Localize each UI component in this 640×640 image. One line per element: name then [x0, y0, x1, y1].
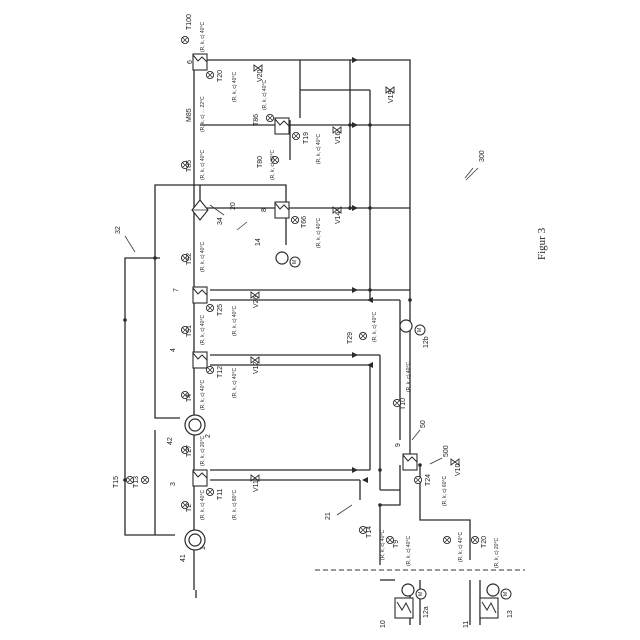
setpoint-t27: (R, k, c) 20°C: [200, 436, 206, 466]
setpoint-t2: (R, k, c) 40°C: [200, 490, 206, 520]
setpoint-t24: (R, k, c) 60°C: [442, 476, 448, 506]
label-T24: T24: [425, 474, 432, 486]
label-12b: 12b: [423, 336, 430, 348]
setpoint-m85: (R, k, c) ... 22°C: [200, 96, 206, 132]
heat-exchanger-t86: [275, 118, 289, 134]
label-T20: T20: [217, 70, 224, 82]
label-9: 9: [395, 443, 402, 447]
setpoint-t20: (R, k, c) 40°C: [232, 72, 238, 102]
setpoint-t25: (R, k, c) 40°C: [232, 306, 238, 336]
label-T14: T14: [366, 526, 373, 538]
label-T19: T19: [303, 132, 310, 144]
label-1: 1: [200, 546, 207, 550]
setpoint-t9: (R, k, c) 40°C: [406, 536, 412, 566]
heat-exchanger-6: [193, 54, 207, 70]
label-42: 42: [167, 437, 174, 445]
setpoint-t100: (R, k, c) 40°C: [200, 22, 206, 52]
label-T80: T80: [257, 156, 264, 168]
label-500: 500: [443, 445, 450, 457]
unit-11: [480, 598, 498, 618]
setpoint-t14: (R, k, c) 40°C: [380, 530, 386, 560]
heat-exchanger-9: [403, 454, 417, 470]
label-T66: T66: [301, 216, 308, 228]
heat-exchanger-3: [193, 470, 207, 486]
motor-14-label: M: [292, 260, 298, 264]
label-34: 34: [217, 217, 224, 225]
label-50: 50: [420, 420, 427, 428]
label-T11: T11: [217, 488, 224, 500]
setpoint-t29b: (R, k, c) 40°C: [458, 532, 464, 562]
label-32: 32: [115, 226, 122, 234]
label-14: 14: [255, 238, 262, 246]
figure-caption: Figur 3: [536, 227, 548, 260]
setpoint-t12: (R, k, c) 40°C: [232, 368, 238, 398]
label-T29: T29: [347, 332, 354, 344]
label-T9: T9: [393, 540, 400, 548]
label-M85: M85: [186, 108, 193, 122]
bypass-loop: [125, 258, 180, 535]
label-T12: T12: [217, 366, 224, 378]
label-T25: T25: [217, 304, 224, 316]
setpoint-t80: (R, k, c) 70°C: [270, 150, 276, 180]
setpoint-t10: (R, k, c) 40°C: [406, 362, 412, 392]
setpoint-t19: (R, k, c) 40°C: [316, 134, 322, 164]
setpoint-t29: (R, k, c) 40°C: [372, 312, 378, 342]
label-6: 6: [187, 60, 194, 64]
setpoint-t86: (R, k, c) 40°C: [262, 80, 268, 110]
label-V12: V12: [253, 361, 260, 374]
label-4: 4: [170, 348, 177, 352]
label-T52: T52: [186, 253, 193, 265]
label-41: 41: [180, 554, 187, 562]
heat-exchanger-4: [193, 352, 207, 368]
setpoint-t11: (R, k, c) 80°C: [232, 490, 238, 520]
setpoint-t66: (R, k, c) 40°C: [316, 218, 322, 248]
label-T51: T51: [186, 325, 193, 337]
label-V14: V14: [335, 211, 342, 224]
label-10: 10: [380, 620, 387, 628]
label-2: 2: [205, 434, 212, 438]
label-7: 7: [173, 288, 180, 292]
setpoint-t4: (R, k, c) 40°C: [200, 380, 206, 410]
label-V26: V26: [253, 295, 260, 308]
setpoint-t85: (R, k, c) 40°C: [200, 150, 206, 180]
label-20: 20: [230, 202, 237, 210]
label-V11: V11: [253, 480, 260, 492]
label-T15: T15: [113, 476, 120, 488]
label-T4: T4: [186, 394, 193, 402]
label-13: 13: [507, 610, 514, 618]
setpoint-t52: (R, k, c) 40°C: [200, 242, 206, 272]
label-T85: T85: [186, 160, 193, 172]
figure-ref-numeral: 300: [479, 150, 486, 162]
label-T86: T86: [253, 114, 260, 126]
motor-12a-label: M: [418, 592, 424, 596]
label-V16: V16: [335, 131, 342, 144]
label-T20b: T20: [481, 536, 488, 548]
label-T13: T13: [133, 476, 140, 488]
unit-10: [395, 598, 413, 618]
label-3: 3: [170, 482, 177, 486]
heat-exchanger-7: [193, 287, 207, 303]
label-T10: T10: [400, 398, 407, 410]
motor-13-label: M: [503, 592, 509, 596]
setpoint-t20b: (R, k, c) 20°C: [494, 538, 500, 568]
label-8: 8: [261, 208, 268, 212]
motor-12b-label: M: [417, 328, 423, 332]
label-11: 11: [463, 621, 470, 628]
setpoint-t51: (R, k, c) 40°C: [200, 315, 206, 345]
label-V10: V10: [455, 463, 462, 476]
label-21: 21: [325, 512, 332, 520]
label-V19: V19: [388, 90, 395, 103]
label-12a: 12a: [423, 606, 430, 618]
label-T2: T2: [186, 504, 193, 512]
label-T27: T27: [186, 445, 193, 457]
component-labels: 1 41 2 42 3 4 7 6 8 9 10 11 12a 12b 13 1…: [115, 60, 514, 628]
label-T100: T100: [186, 14, 193, 30]
heat-exchanger-8: [275, 202, 289, 218]
main-header-line: [194, 60, 196, 598]
branch-lines: [200, 60, 410, 500]
pump-2: [185, 415, 205, 435]
